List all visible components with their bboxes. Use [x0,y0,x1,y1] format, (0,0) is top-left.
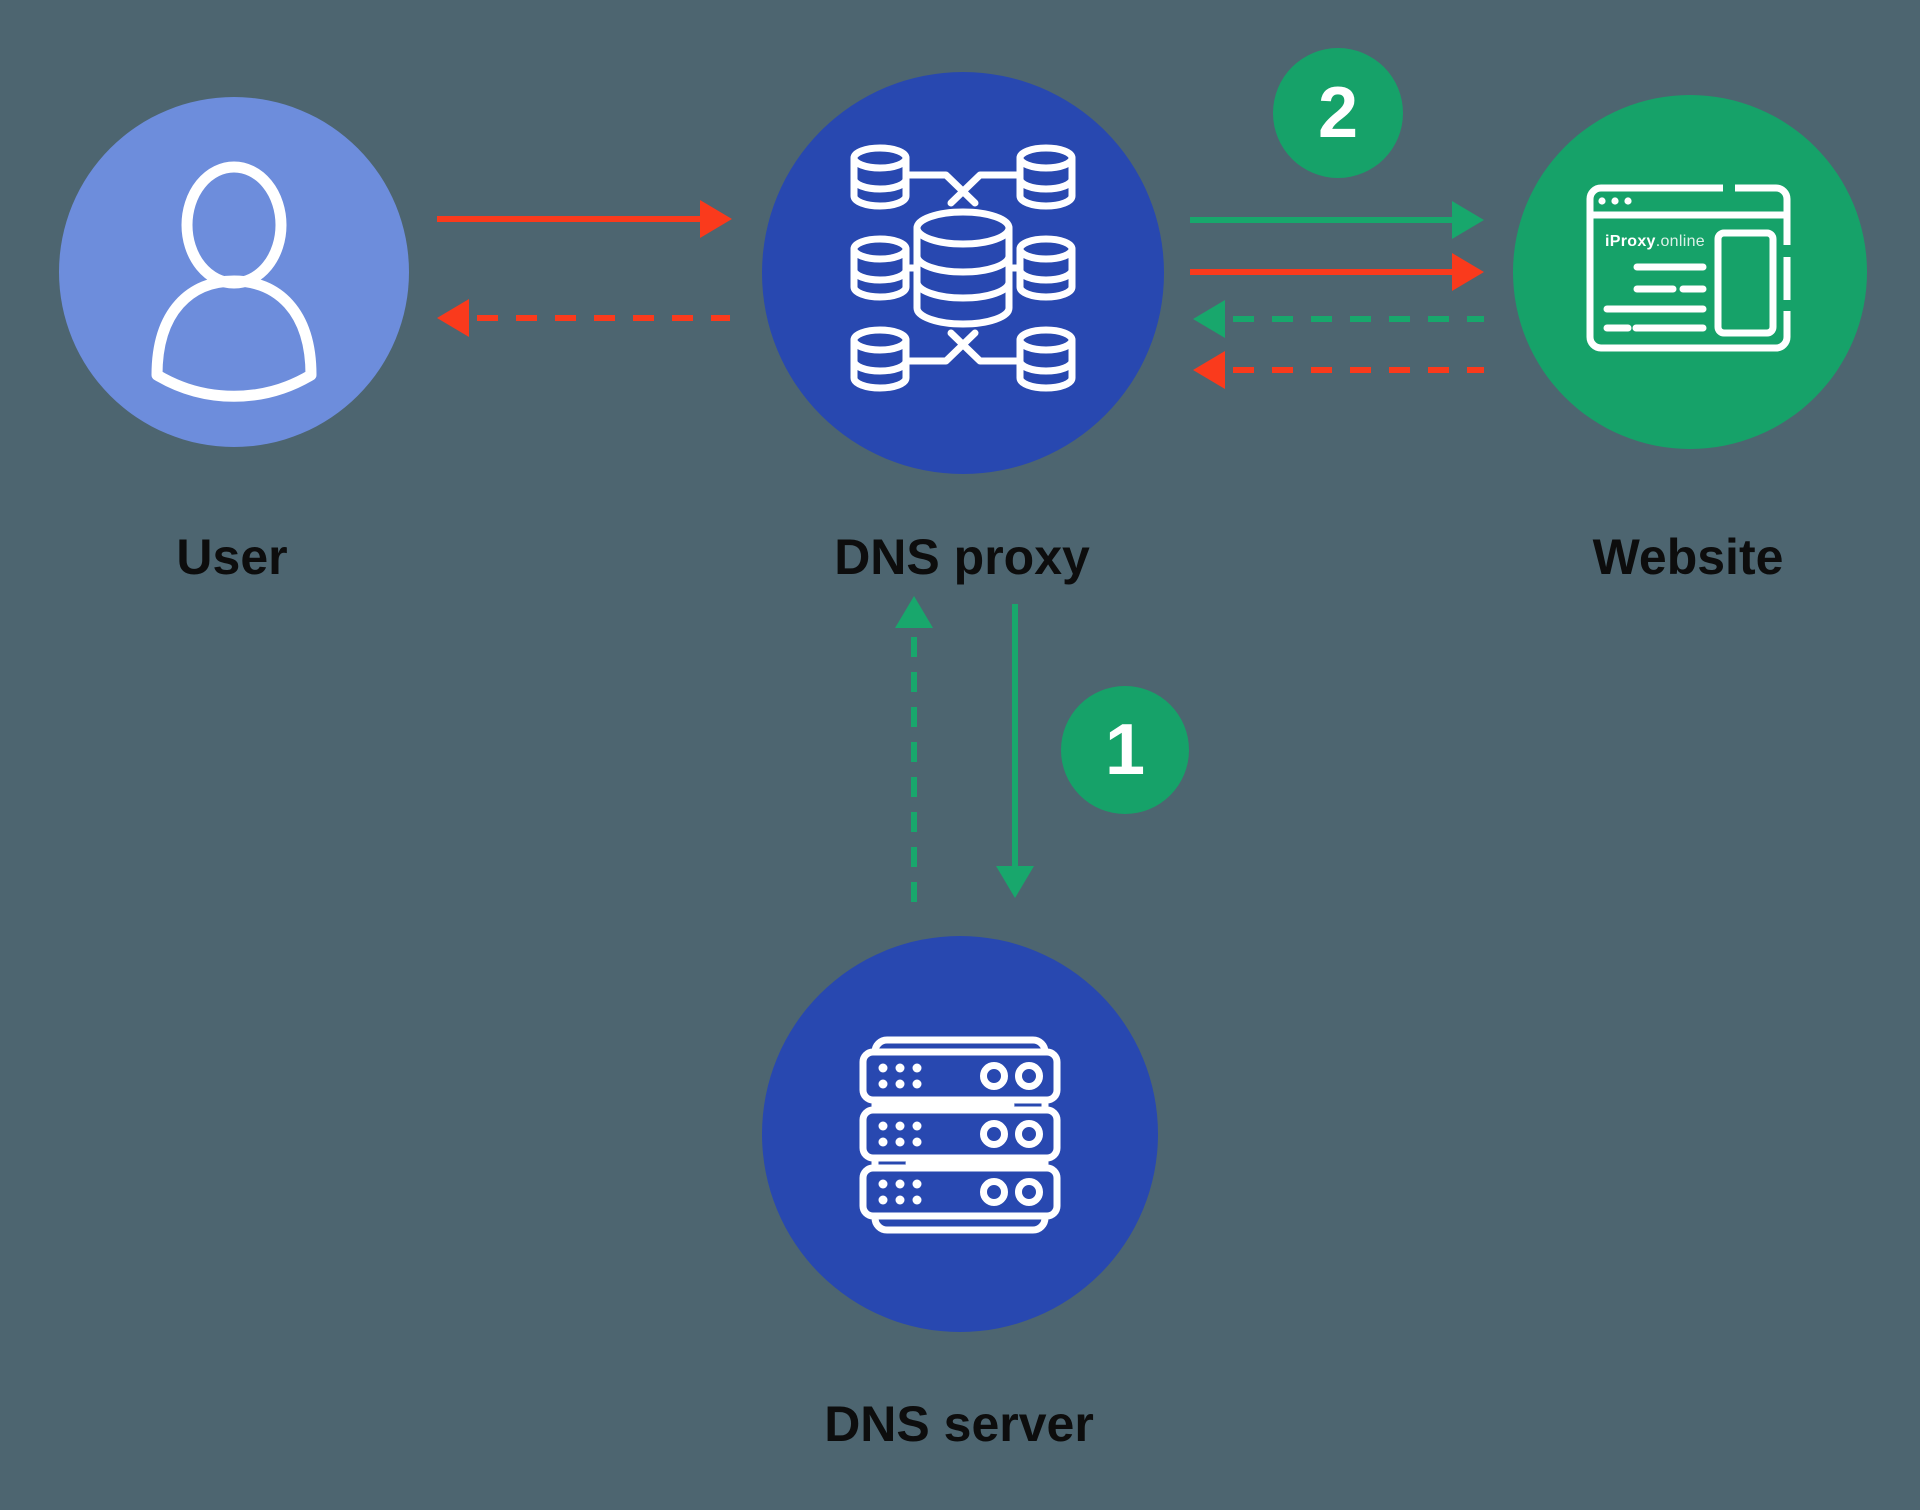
website-label: Website [1592,529,1784,585]
arrow-website-to-proxy-red-dashed [1193,351,1484,389]
step-badge-2: 2 [1273,48,1403,178]
arrow-proxy-to-website-red [1190,253,1484,291]
arrow-website-to-proxy-green-dashed [1193,300,1484,338]
browser-window-icon: iProxy.online [1586,182,1793,352]
site-name: iProxy.online [1605,233,1705,250]
step-badge-1: 1 [1061,686,1189,814]
step-badge-2-value: 2 [1317,73,1359,153]
server-rack-icon [859,1036,1061,1234]
dns-server-label: DNS server [824,1396,1094,1452]
arrow-server-to-proxy-dashed [895,596,933,902]
server-indicator-dots [878,1063,922,1205]
step-badge-1-value: 1 [1104,710,1146,790]
arrow-user-to-proxy [437,200,732,238]
person-icon [151,161,317,402]
dns-proxy-label: DNS proxy [834,529,1090,585]
arrow-proxy-to-user-dashed [437,299,730,337]
browser-dots [1598,197,1632,205]
dns-server-node [762,936,1158,1332]
arrow-proxy-to-website-green [1190,201,1484,239]
site-name-light: .online [1656,233,1705,250]
dns-proxy-node [762,72,1164,474]
user-label: User [176,529,288,585]
site-name-bold: iProxy [1605,233,1656,250]
content-lines [1603,263,1707,332]
database-cluster-icon [850,144,1076,392]
website-node: iProxy.online [1513,95,1867,449]
user-node [59,97,409,447]
arrow-proxy-to-server [996,604,1034,898]
